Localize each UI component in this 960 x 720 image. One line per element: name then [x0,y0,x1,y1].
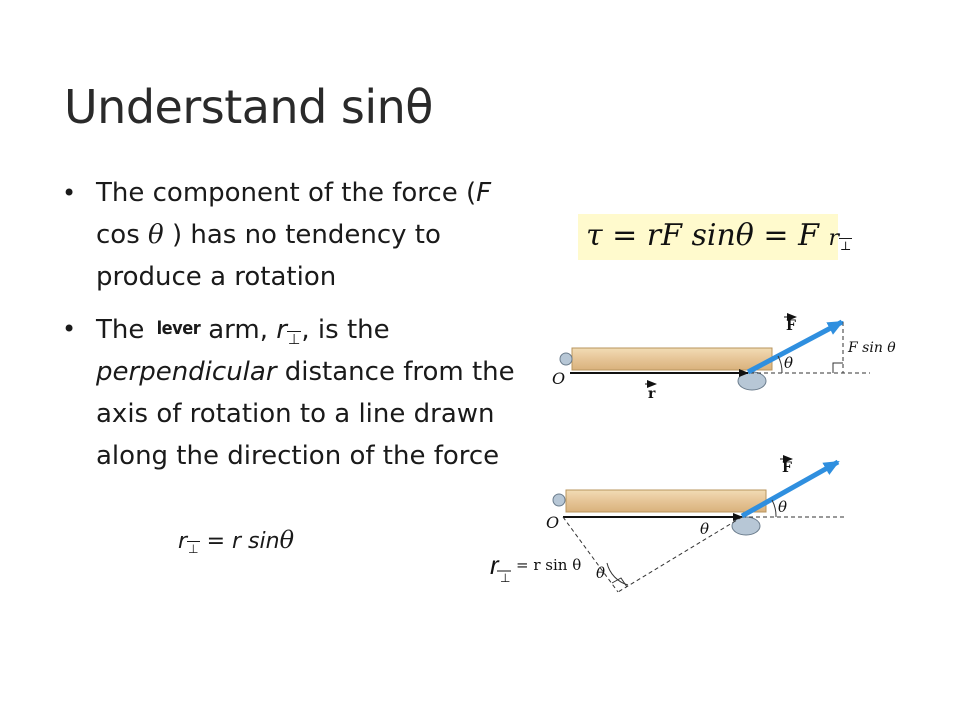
lever-plank [565,489,767,513]
lever-diagram-1: O r θ F F sin θ [552,313,896,402]
origin-label: O [546,513,559,532]
theta-label: θ [778,498,787,516]
r-vector-label: r [648,386,656,402]
pivot-bearing [737,371,767,391]
force-vector-label: F [782,460,792,476]
angle-arc [771,499,777,518]
r-perp-formula: r⊥ = r sinθ [178,526,295,557]
angle-arc [777,355,783,374]
r-perp-symbol: r⊥ [178,529,200,557]
text-segment: arm, [208,315,268,345]
text-segment: cos [96,220,149,250]
text-segment: The [96,315,145,345]
right-angle-marker [832,362,843,373]
right-angle-marker [611,577,628,588]
dashed-lever-arm [562,516,619,593]
text-segment: , is the [301,315,390,345]
torque-formula-text: τ = rF sinθ = F [586,218,829,253]
lever-diagram-2: O θ θ θ F r ⊥ = r sin θ [490,455,846,593]
lever-word: lever [156,318,201,339]
r-perp-symbol: r⊥ [828,226,853,254]
formula-rest: = r sin [199,529,280,554]
dashed-force-line [617,516,743,593]
r-symbol: r [178,529,188,554]
perp-symbol: ⊥ [286,331,302,349]
bullet-marker: • [62,315,77,343]
perp-symbol: ⊥ [838,238,853,254]
text-segment: ) has no tendency to produce a rotation [96,220,441,292]
theta-label: θ [700,520,709,538]
formula-highlight [578,214,838,260]
perpendicular-word: perpendicular [96,357,277,387]
bullet-marker: • [62,179,77,207]
origin-label: O [552,369,565,388]
torque-formula: τ = rF sinθ = F r⊥ [586,218,853,254]
force-arrow [740,459,840,519]
force-variable: F [476,178,492,208]
pivot-point [552,493,566,507]
text-segment: The component of the force ( [96,178,477,208]
r-symbol: r [828,226,839,251]
bullet-item-component: • The component of the force (F cos θ ) … [62,172,532,298]
pivot-bearing [731,516,761,536]
text-segment: distance from the axis of rotation to a … [96,357,515,471]
bullet-item-lever-arm: • The lever arm, r⊥, is the perpendicular… [62,308,532,477]
force-vector-label: F [786,318,796,334]
theta-symbol: θ [148,220,164,250]
r-sin-label: = r sin θ [516,556,581,574]
force-arrow [746,319,844,375]
pivot-point [559,352,573,366]
theta-label: θ [784,354,793,372]
slide-title: Understand sinθ [64,80,433,134]
theta-symbol: θ [279,526,295,554]
r-perp-symbol: r⊥ [276,315,302,349]
r-symbol: r [276,315,287,345]
bullet-list: • The component of the force (F cos θ ) … [62,172,532,477]
perp-symbol: ⊥ [500,571,510,585]
r-symbol: r [490,550,500,580]
theta-label: θ [596,564,605,582]
force-sin-label: F sin θ [847,340,896,356]
angle-arc [606,562,629,586]
perp-symbol: ⊥ [187,541,200,557]
lever-plank [571,347,773,371]
